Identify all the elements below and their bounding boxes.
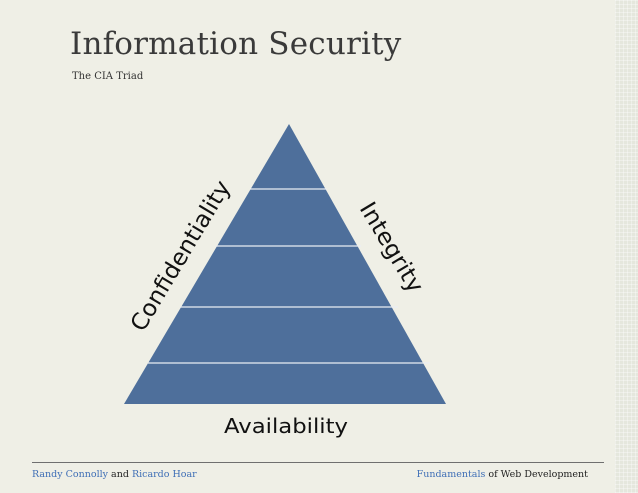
label-availability: Availability (224, 414, 348, 438)
triangle-band-lines (148, 188, 430, 364)
slide-title: Information Security (70, 26, 402, 62)
footer-authors: Randy Connolly and Ricardo Hoar (32, 469, 197, 480)
footer-book-title: Fundamentals of Web Development (417, 469, 588, 480)
book-title-highlight: Fundamentals (416, 469, 486, 480)
footer-divider (32, 462, 604, 463)
slide-subtitle: The CIA Triad (72, 71, 144, 82)
cia-triangle (124, 124, 446, 404)
author-randy-connolly: Randy Connolly (32, 469, 109, 480)
decorative-side-strip (615, 0, 638, 493)
author-ricardo-hoar: Ricardo Hoar (131, 469, 197, 480)
footer-and: and (111, 469, 129, 480)
book-title-rest: of Web Development (488, 469, 588, 480)
